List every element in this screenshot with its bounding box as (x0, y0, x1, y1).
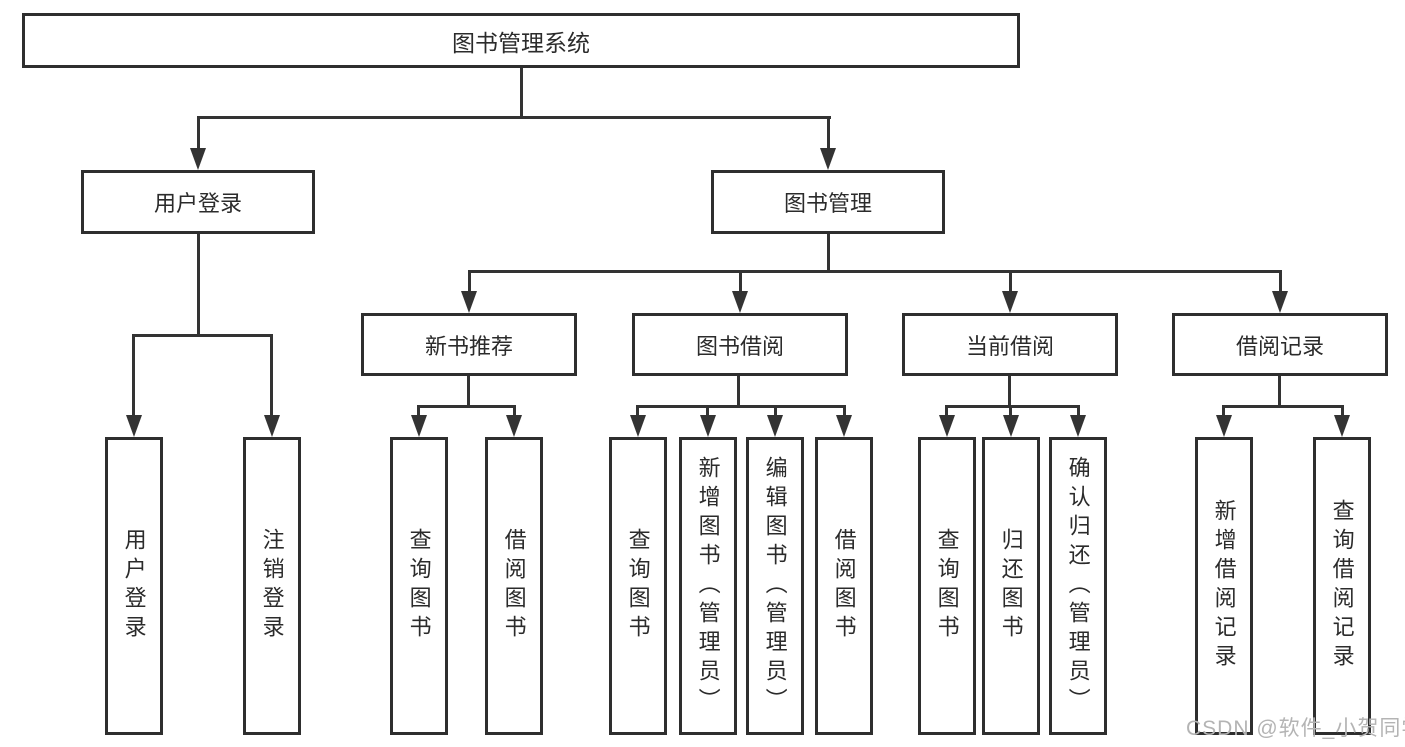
leaf-edit-book-admin: 编辑图书（管理员） (746, 437, 804, 735)
connector-book-management-branch (468, 270, 1282, 273)
node-user-login-label: 用户登录 (153, 191, 242, 216)
leaf-edit-book-admin-label: 编辑图书（管理员） (762, 455, 788, 717)
leaf-confirm-return-admin: 确认归还（管理员） (1049, 437, 1107, 735)
leaf-borrow-books-recommend-label: 借阅图书 (501, 528, 527, 644)
leaf-query-books-recommend: 查询图书 (390, 437, 448, 735)
leaf-add-book-admin-label: 新增图书（管理员） (695, 455, 721, 717)
node-current-borrowing: 当前借阅 (902, 313, 1118, 376)
connector-drop-leaf-11 (1341, 405, 1344, 418)
arrowhead-leaf-3-icon (630, 415, 646, 437)
leaf-borrow-books-recommend: 借阅图书 (485, 437, 543, 735)
node-book-borrowing: 图书借阅 (632, 313, 848, 376)
leaf-query-borrow-record: 查询借阅记录 (1313, 437, 1371, 735)
arrowhead-leaf-9-icon (1070, 415, 1086, 437)
node-current-borrowing-label: 当前借阅 (965, 333, 1054, 359)
connector-current-borrowing-stem (1008, 376, 1011, 407)
connector-borrowing-records-branch (1222, 405, 1344, 408)
arrowhead-book-management-icon (820, 148, 836, 170)
leaf-add-borrow-record-label: 新增借阅记录 (1211, 499, 1237, 673)
leaf-logout: 注销登录 (243, 437, 301, 735)
arrowhead-new-book-icon (461, 291, 477, 313)
node-new-book-recommend-label: 新书推荐 (424, 333, 513, 359)
arrowhead-leaf-10-icon (1216, 415, 1232, 437)
connector-drop-new-book (468, 270, 471, 293)
connector-drop-leaf-1 (417, 405, 420, 418)
arrowhead-leaf-login-icon (126, 415, 142, 437)
connector-current-borrowing-branch (945, 405, 1080, 408)
connector-drop-book-management (827, 116, 830, 150)
connector-new-book-branch (417, 405, 516, 408)
leaf-query-books-current: 查询图书 (918, 437, 976, 735)
connector-user-login-stem (197, 234, 200, 336)
node-new-book-recommend: 新书推荐 (361, 313, 577, 376)
arrowhead-leaf-1-icon (411, 415, 427, 437)
connector-drop-current-borrowing (1009, 270, 1012, 293)
node-book-management-label: 图书管理 (783, 191, 872, 216)
node-book-borrowing-label: 图书借阅 (695, 333, 784, 359)
connector-drop-leaf-8 (1009, 405, 1012, 418)
node-borrowing-records-label: 借阅记录 (1235, 333, 1324, 359)
leaf-return-books: 归还图书 (982, 437, 1040, 735)
connector-root-stem (520, 68, 523, 118)
connector-drop-leaf-9 (1077, 405, 1080, 418)
connector-book-borrowing-branch (636, 405, 846, 408)
connector-drop-leaf-login (132, 334, 135, 417)
arrowhead-leaf-8-icon (1003, 415, 1019, 437)
leaf-query-books-current-label: 查询图书 (934, 528, 960, 644)
connector-drop-leaf-logout (270, 334, 273, 417)
connector-drop-leaf-2 (513, 405, 516, 418)
connector-drop-leaf-6 (843, 405, 846, 418)
leaf-borrow-books-label: 借阅图书 (831, 528, 857, 644)
connector-book-borrowing-stem (737, 376, 740, 407)
arrowhead-book-borrowing-icon (732, 291, 748, 313)
leaf-user-login: 用户登录 (105, 437, 163, 735)
arrowhead-leaf-logout-icon (264, 415, 280, 437)
arrowhead-current-borrowing-icon (1002, 291, 1018, 313)
watermark: CSDN @软件_小贺同学 (1186, 717, 1405, 740)
connector-user-login-branch (132, 334, 273, 337)
connector-drop-book-borrowing (739, 270, 742, 293)
leaf-user-login-label: 用户登录 (121, 528, 147, 644)
leaf-return-books-label: 归还图书 (998, 528, 1024, 644)
leaf-borrow-books: 借阅图书 (815, 437, 873, 735)
arrowhead-leaf-7-icon (939, 415, 955, 437)
node-borrowing-records: 借阅记录 (1172, 313, 1388, 376)
connector-root-branch (197, 116, 831, 119)
connector-drop-leaf-3 (636, 405, 639, 418)
arrowhead-leaf-6-icon (836, 415, 852, 437)
connector-book-management-stem (827, 234, 830, 273)
leaf-confirm-return-admin-label: 确认归还（管理员） (1065, 455, 1091, 717)
leaf-add-borrow-record: 新增借阅记录 (1195, 437, 1253, 735)
node-user-login: 用户登录 (81, 170, 315, 234)
leaf-query-borrow-record-label: 查询借阅记录 (1329, 499, 1355, 673)
node-root: 图书管理系统 (22, 13, 1020, 68)
connector-drop-user-login (197, 116, 200, 150)
leaf-add-book-admin: 新增图书（管理员） (679, 437, 737, 735)
arrowhead-leaf-11-icon (1334, 415, 1350, 437)
connector-drop-leaf-5 (774, 405, 777, 418)
leaf-query-books-borrowing-label: 查询图书 (625, 528, 651, 644)
arrowhead-user-login-icon (190, 148, 206, 170)
connector-drop-borrowing-records (1279, 270, 1282, 293)
leaf-query-books-borrowing: 查询图书 (609, 437, 667, 735)
connector-drop-leaf-7 (945, 405, 948, 418)
node-book-management: 图书管理 (711, 170, 945, 234)
arrowhead-borrowing-records-icon (1272, 291, 1288, 313)
arrowhead-leaf-4-icon (700, 415, 716, 437)
connector-drop-leaf-10 (1222, 405, 1225, 418)
connector-new-book-stem (467, 376, 470, 407)
leaf-logout-label: 注销登录 (259, 528, 285, 644)
node-root-label: 图书管理系统 (452, 29, 590, 56)
connector-drop-leaf-4 (706, 405, 709, 418)
connector-borrowing-records-stem (1278, 376, 1281, 407)
arrowhead-leaf-2-icon (506, 415, 522, 437)
leaf-query-books-recommend-label: 查询图书 (406, 528, 432, 644)
arrowhead-leaf-5-icon (767, 415, 783, 437)
